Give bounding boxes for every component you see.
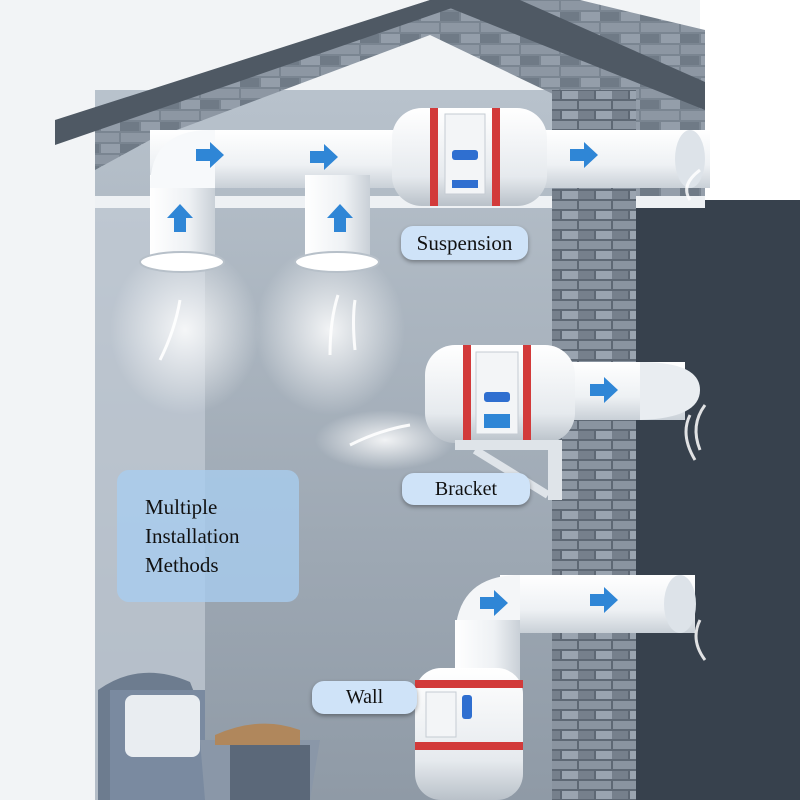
dark-exterior-panel bbox=[630, 200, 800, 800]
inline-duct-fan bbox=[392, 108, 547, 206]
inline-duct-fan bbox=[425, 345, 575, 443]
ceiling-diffuser bbox=[294, 251, 380, 273]
bracket-label: Bracket bbox=[402, 473, 530, 505]
mounting-bracket bbox=[455, 440, 562, 500]
inline-duct-fan bbox=[415, 668, 523, 800]
ceiling-diffuser bbox=[139, 251, 225, 273]
info-line-3: Methods bbox=[145, 552, 219, 577]
wall-label: Wall bbox=[312, 681, 417, 714]
armchair bbox=[98, 672, 320, 800]
suspension-label: Suspension bbox=[401, 226, 528, 260]
info-line-1: Multiple bbox=[145, 494, 218, 519]
roof-brick bbox=[95, 0, 705, 200]
brick-column bbox=[552, 90, 636, 800]
installation-methods-box: Multiple Installation Methods bbox=[117, 470, 299, 602]
info-line-2: Installation bbox=[145, 523, 240, 548]
